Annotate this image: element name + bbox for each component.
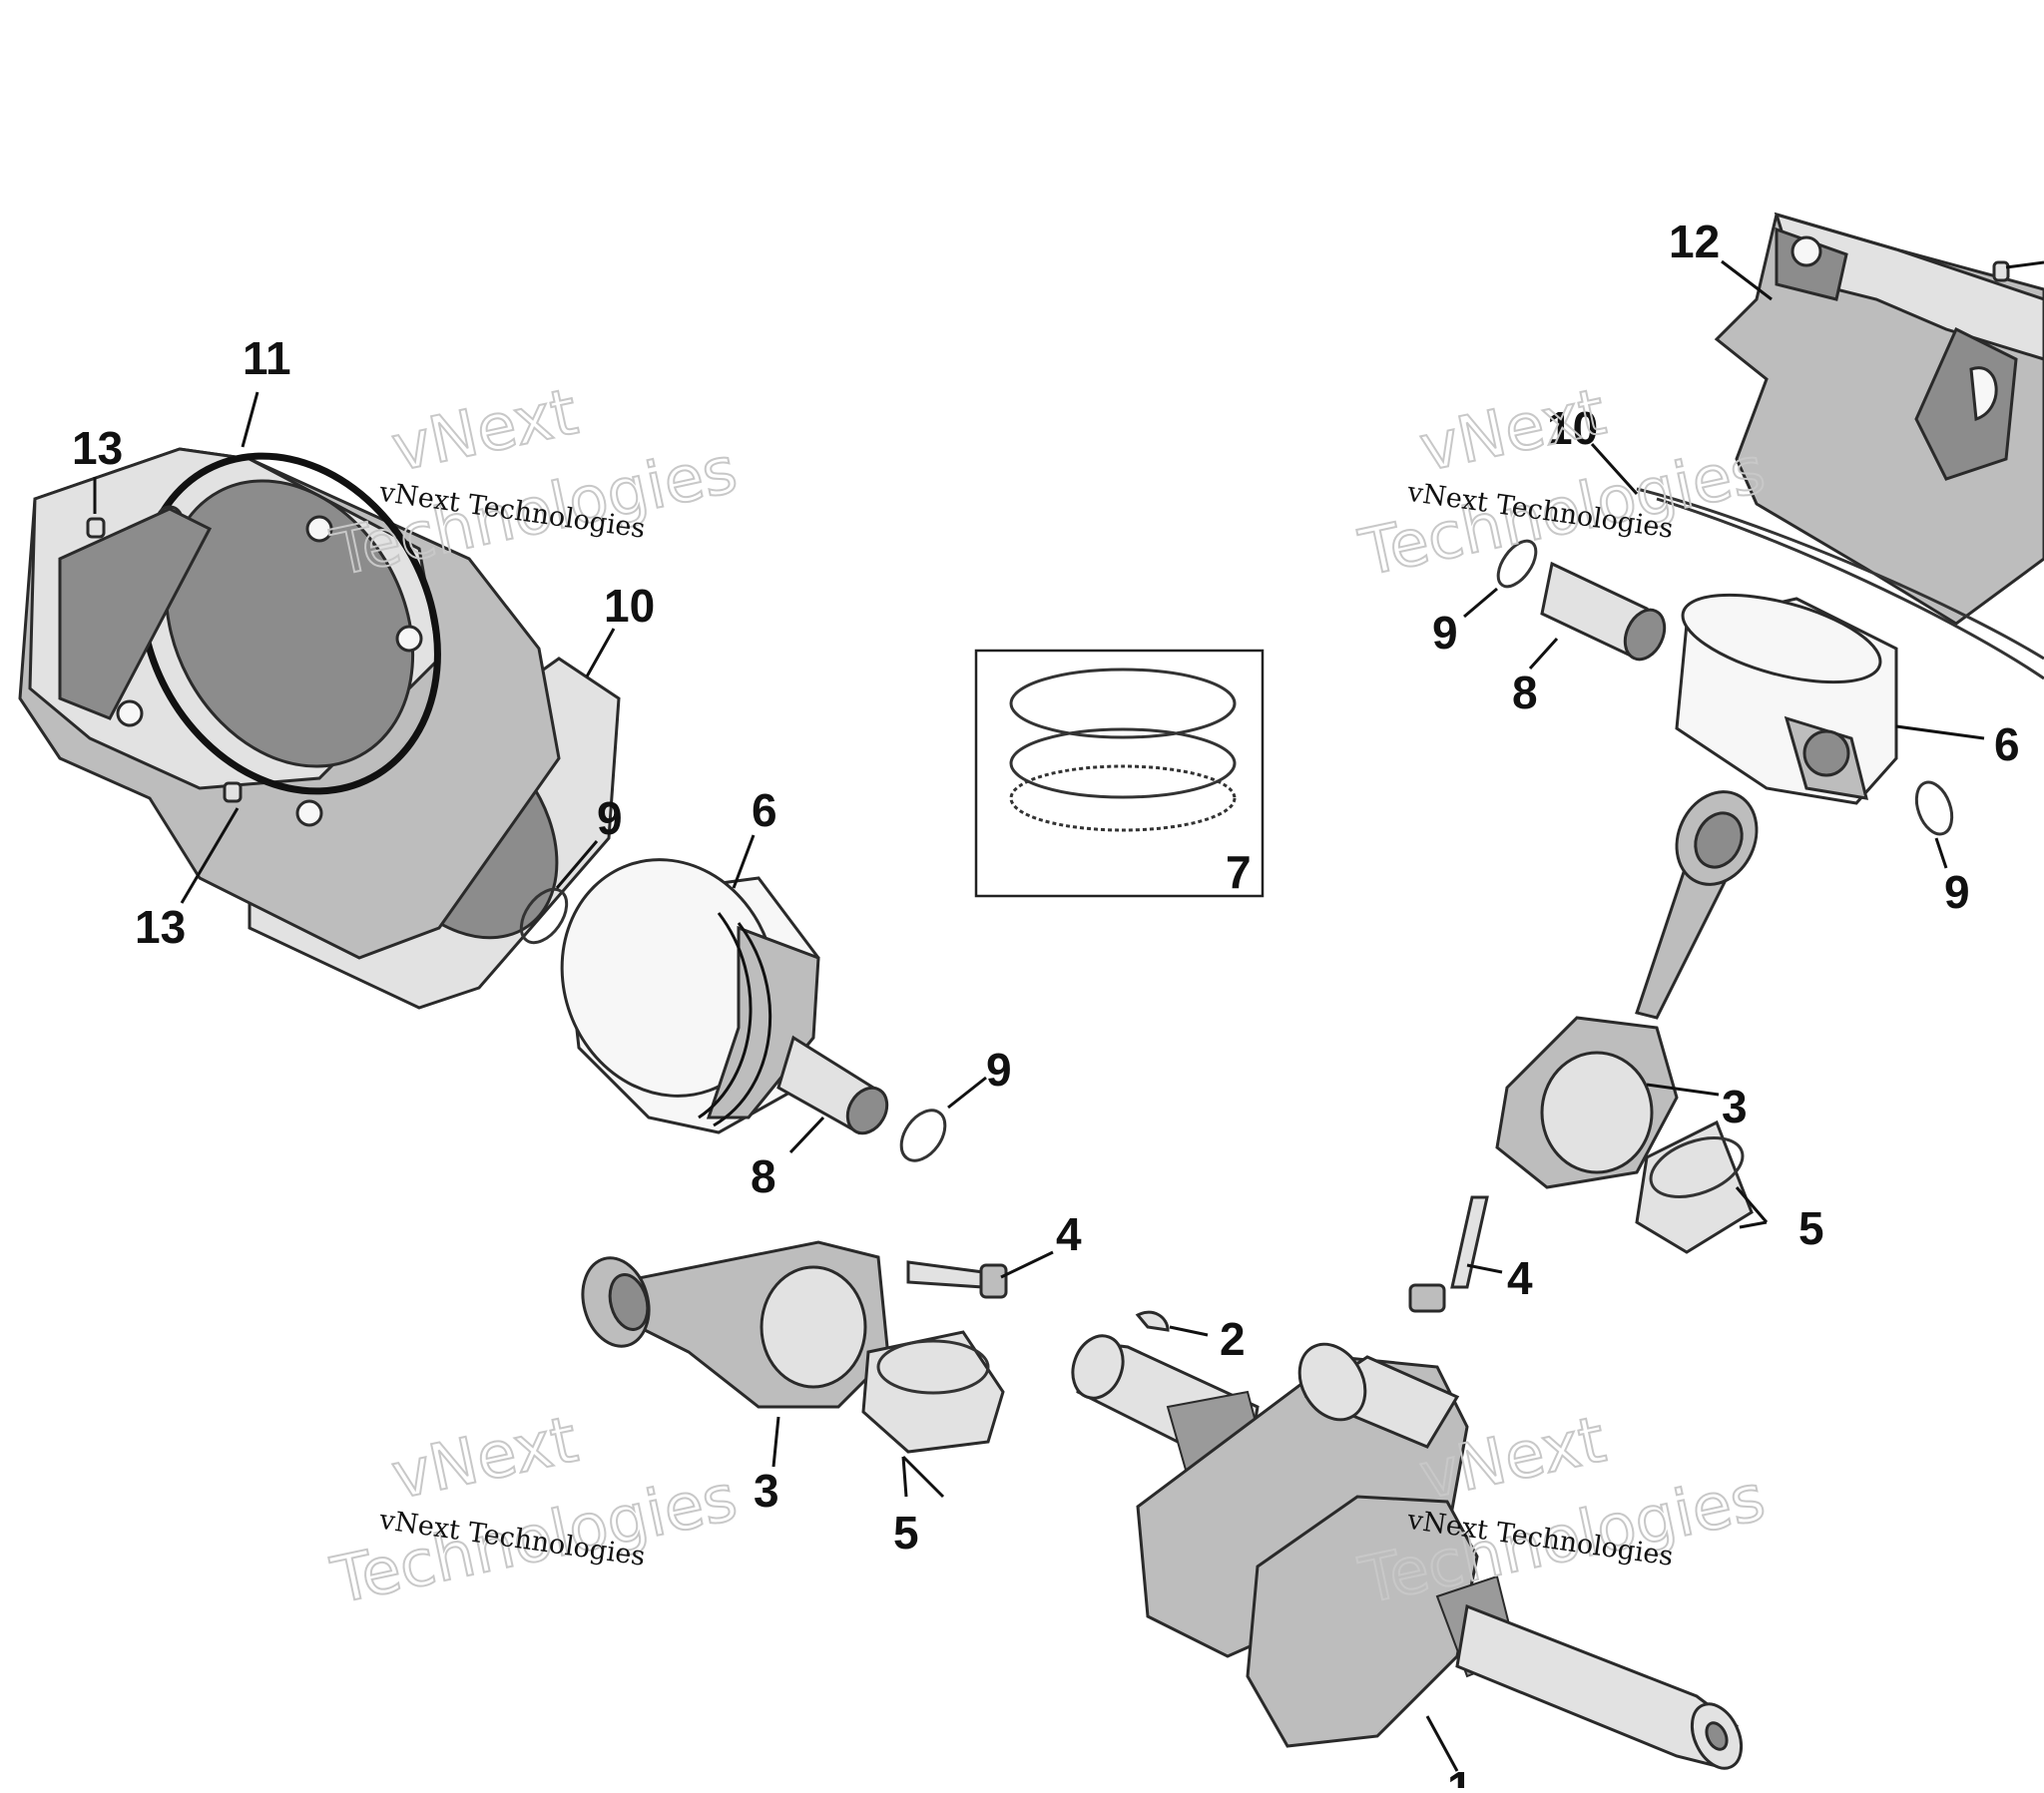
callout-10b: 10 bbox=[1547, 402, 1598, 454]
callout-13a: 13 bbox=[72, 422, 123, 474]
callout-9b: 9 bbox=[986, 1044, 1012, 1096]
callout-5a: 5 bbox=[1798, 1202, 1824, 1254]
watermark-top-left: vNext Technologies vNext Technologies bbox=[324, 374, 745, 592]
callout-6a: 6 bbox=[752, 784, 777, 836]
rod-bolt-left bbox=[906, 1260, 1008, 1299]
callout-9a: 9 bbox=[597, 792, 623, 844]
callout-7: 7 bbox=[1226, 846, 1252, 898]
piston-pin-right bbox=[1540, 561, 1667, 662]
rod-bearing-left bbox=[861, 1330, 1005, 1454]
piston-pin-left bbox=[776, 1035, 889, 1135]
circlip-left-b bbox=[899, 1109, 947, 1162]
piston-right bbox=[1675, 593, 1898, 805]
connecting-rod-right bbox=[1495, 790, 1759, 1189]
callout-9c: 9 bbox=[1432, 607, 1458, 659]
callout-8b: 8 bbox=[1512, 667, 1538, 718]
circlip-right-b bbox=[1914, 780, 1954, 836]
rod-bearing-right bbox=[1635, 1120, 1754, 1254]
callout-10a: 10 bbox=[604, 580, 655, 632]
piston-left bbox=[560, 858, 820, 1134]
callout-11: 11 bbox=[243, 332, 291, 384]
callout-4a: 4 bbox=[1056, 1208, 1082, 1260]
crankshaft bbox=[1071, 1334, 1744, 1770]
circlip-right-a bbox=[1496, 539, 1538, 589]
callout-1: 1 bbox=[1447, 1762, 1473, 1788]
callout-12: 12 bbox=[1669, 216, 1720, 267]
connecting-rod-left bbox=[581, 1240, 890, 1409]
base-gasket-right bbox=[1636, 487, 2044, 661]
callout-5b: 5 bbox=[893, 1507, 919, 1559]
cylinder-right bbox=[1714, 212, 2044, 626]
leader-lines bbox=[93, 259, 2044, 1772]
callout-3a: 3 bbox=[1722, 1081, 1748, 1132]
callout-2: 2 bbox=[1220, 1313, 1246, 1365]
watermark-bottom-left: vNext Technologies vNext Technologies bbox=[324, 1402, 745, 1619]
callout-8a: 8 bbox=[751, 1150, 776, 1202]
callout-3b: 3 bbox=[754, 1465, 779, 1517]
cylinder-left bbox=[18, 447, 621, 1010]
piston-ring-set bbox=[974, 649, 1265, 898]
callout-labels: 13 11 10 13 9 6 9 8 7 12 10 9 8 6 9 3 5 … bbox=[72, 216, 2020, 1793]
callout-4b: 4 bbox=[1507, 1252, 1533, 1304]
callout-6b: 6 bbox=[1994, 718, 2020, 770]
crankshaft-key bbox=[1135, 1310, 1170, 1332]
rod-bolt-right bbox=[1408, 1195, 1489, 1313]
callout-9d: 9 bbox=[1944, 866, 1970, 918]
callout-13b: 13 bbox=[135, 901, 186, 953]
circlip-left-a bbox=[519, 887, 569, 945]
